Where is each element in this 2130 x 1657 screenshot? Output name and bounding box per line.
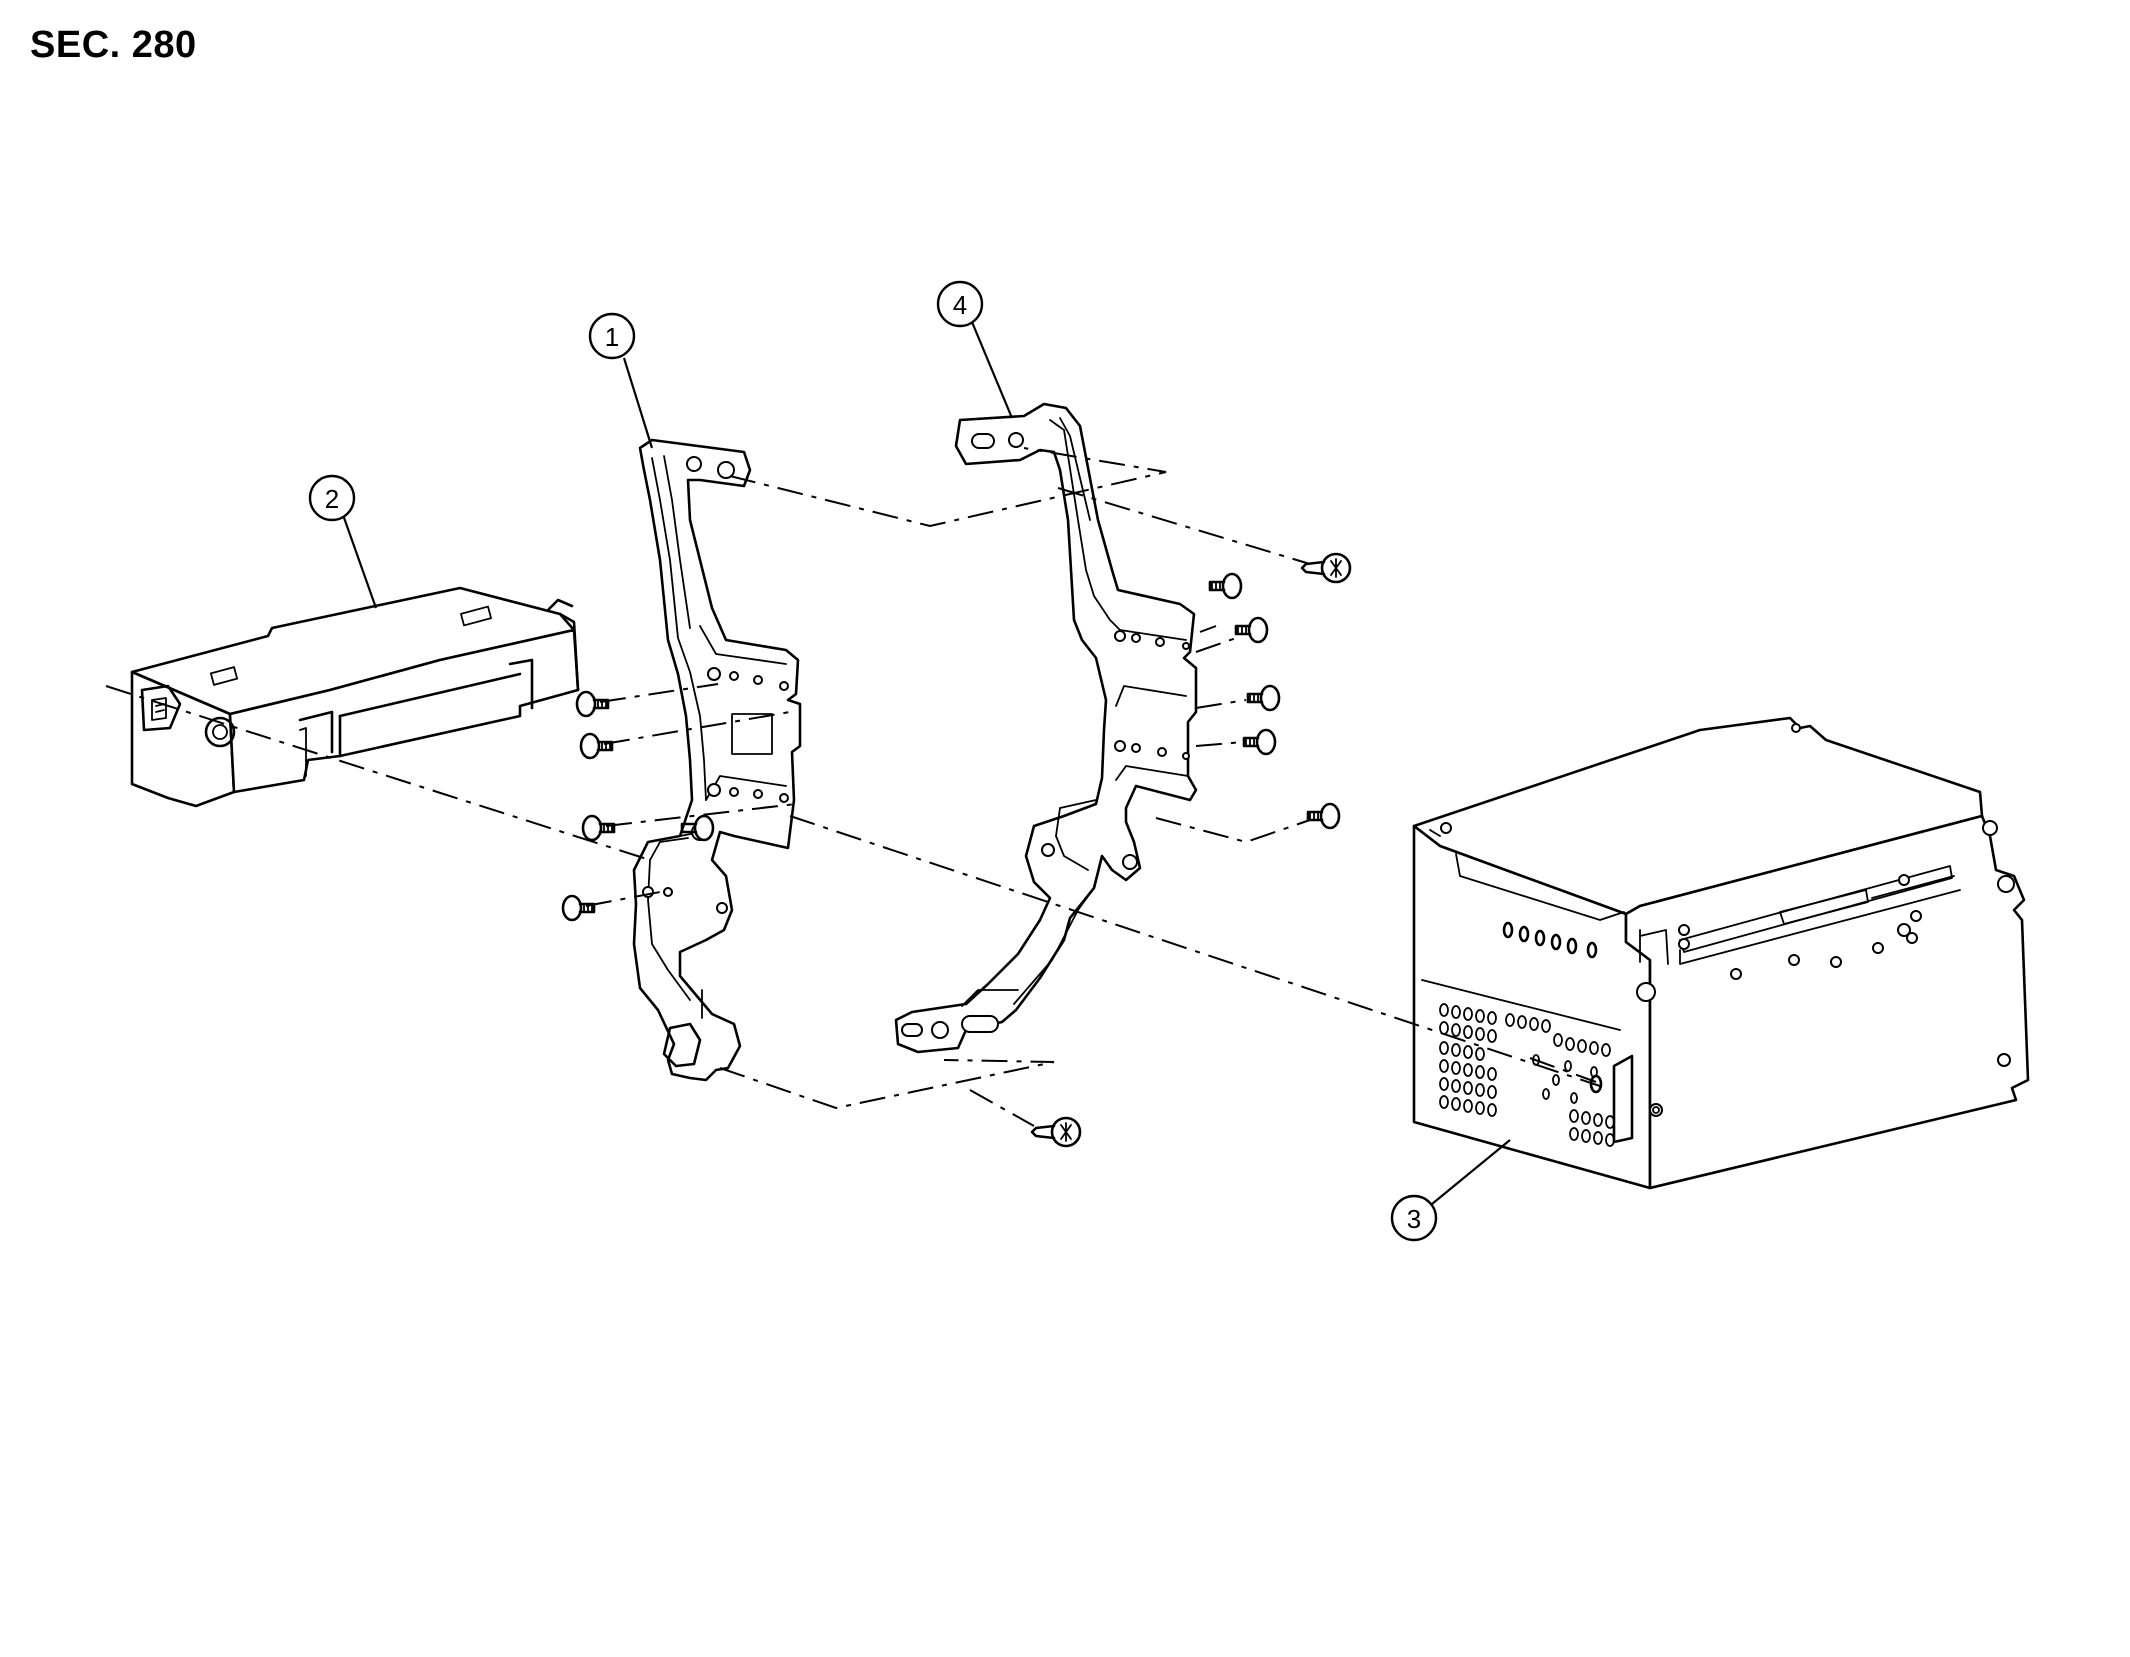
screw	[581, 814, 616, 842]
tapping-screw	[1030, 1116, 1082, 1148]
screw	[1208, 572, 1243, 600]
callout-3-number: 3	[1407, 1204, 1421, 1234]
part-1-bracket	[632, 438, 802, 1082]
part-3-av-unit	[1412, 716, 2030, 1190]
screw	[1306, 802, 1341, 830]
callout-2-number: 2	[325, 484, 339, 514]
part-4-bracket	[894, 402, 1198, 1054]
screw	[575, 690, 610, 718]
screw	[579, 732, 614, 760]
callout-4: 4	[936, 280, 1014, 419]
screw	[1234, 616, 1269, 644]
part-2-module	[130, 586, 580, 808]
screw	[561, 894, 596, 922]
screw	[1242, 728, 1277, 756]
callout-1: 1	[588, 312, 654, 449]
screws	[561, 552, 1352, 1148]
callout-1-number: 1	[605, 322, 619, 352]
callout-3: 3	[1390, 1139, 1511, 1242]
callout-2: 2	[308, 474, 378, 609]
screw	[680, 814, 715, 842]
screw	[1246, 684, 1281, 712]
callout-4-number: 4	[953, 290, 967, 320]
tapping-screw	[1300, 552, 1352, 584]
vent-grid	[1439, 1003, 1634, 1147]
section-label: SEC. 280	[30, 24, 197, 66]
assembly-lines	[105, 447, 1601, 1127]
